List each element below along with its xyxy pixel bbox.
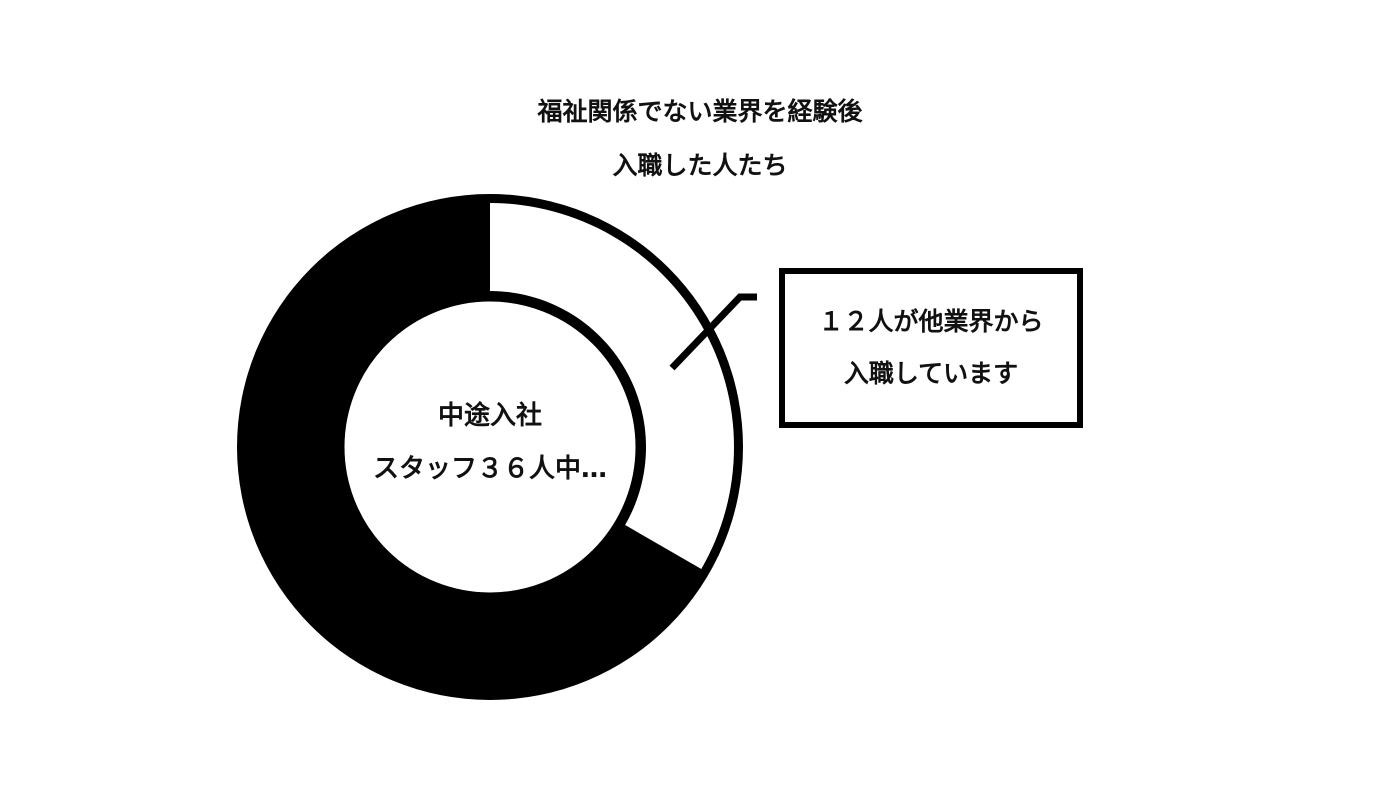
chart-title-line-2: 入職した人たち xyxy=(612,151,788,180)
callout-box: １２人が他業界から 入職しています xyxy=(779,268,1083,428)
center-label-line-2: スタッフ３６人中… xyxy=(372,454,607,484)
center-label-line-1: 中途入社 xyxy=(437,401,542,431)
chart-title-line-1: 福祉関係でない業界を経験後 xyxy=(537,97,863,126)
callout-leader-line xyxy=(669,293,757,371)
callout-line-1: １２人が他業界から xyxy=(818,307,1044,336)
callout-line-2: 入職しています xyxy=(843,359,1019,388)
donut-hole xyxy=(335,292,645,602)
slice-other-industry xyxy=(490,203,734,569)
